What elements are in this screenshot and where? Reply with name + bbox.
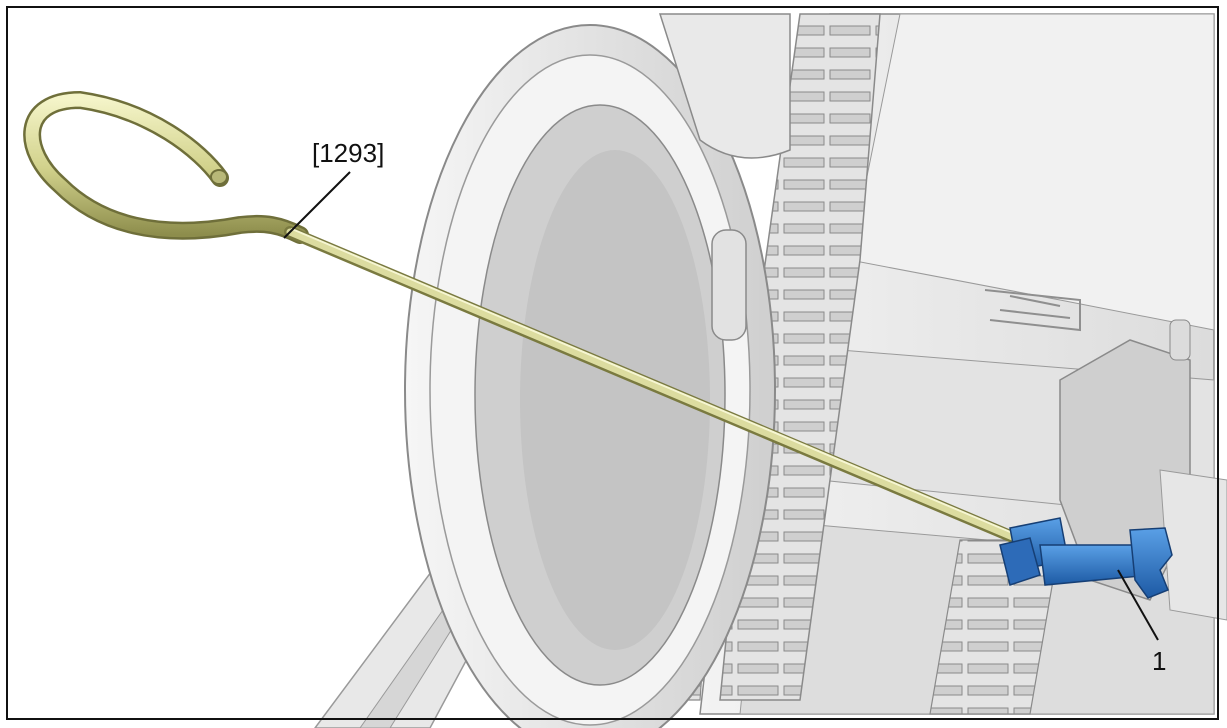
callout-leader-tool — [283, 171, 351, 239]
tool-reference-label: [1293] — [312, 138, 384, 168]
housing-logo-mark — [984, 289, 1081, 332]
callout-leader-clip — [1117, 569, 1159, 641]
bearing-ring — [404, 13, 791, 728]
hook-tool — [23, 90, 1021, 544]
retaining-clip — [999, 517, 1173, 599]
part-number-label: 1 — [1152, 646, 1166, 676]
